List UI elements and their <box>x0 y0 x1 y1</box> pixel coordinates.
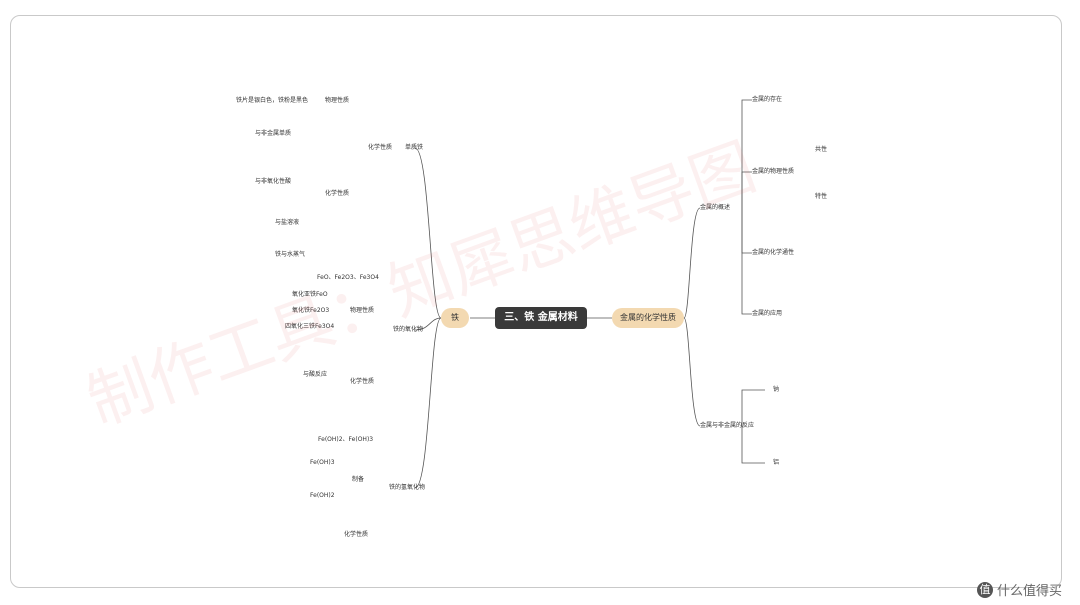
canvas-frame <box>10 15 1062 588</box>
node-ox-feo[interactable]: 氧化亚铁FeO <box>292 291 328 298</box>
node-chem-nonmetal[interactable]: 与非金属单质 <box>255 130 292 137</box>
branch-metal-props[interactable]: 金属的化学性质 <box>612 308 684 328</box>
site-logo: 值 什么值得买 <box>976 580 1062 599</box>
node-special[interactable]: 特性 <box>815 193 828 200</box>
node-ox-chem[interactable]: 化学性质 <box>350 378 375 385</box>
node-simple-iron[interactable]: 单质铁 <box>405 144 424 151</box>
node-chem-props-2[interactable]: 化学性质 <box>325 190 350 197</box>
central-topic[interactable]: 三、铁 金属材料 <box>495 307 587 329</box>
node-hyd-prep[interactable]: 制备 <box>352 476 365 483</box>
node-chem-water[interactable]: 铁与水蒸气 <box>275 251 306 258</box>
node-application[interactable]: 金属的应用 <box>752 310 783 317</box>
node-physical[interactable]: 金属的物理性质 <box>752 168 795 175</box>
node-sodium[interactable]: 钠 <box>773 386 780 393</box>
node-phys-text[interactable]: 铁片是银白色，铁粉是黑色 <box>236 97 309 104</box>
logo-text: 什么值得买 <box>996 584 1062 599</box>
node-overview[interactable]: 金属的概述 <box>700 204 731 211</box>
node-hyd-feoh2[interactable]: Fe(OH)2 <box>310 492 335 499</box>
node-iron-oxides[interactable]: 铁的氧化物 <box>393 326 424 333</box>
node-hyd-feoh3[interactable]: Fe(OH)3 <box>310 459 335 466</box>
node-phys-props[interactable]: 物理性质 <box>325 97 350 104</box>
node-ox-fe3o4[interactable]: 四氧化三铁Fe3O4 <box>285 323 335 330</box>
node-chem-salt[interactable]: 与盐溶液 <box>275 219 300 226</box>
node-ox-fe2o3[interactable]: 氧化铁Fe2O3 <box>292 307 330 314</box>
node-ox-list[interactable]: FeO、Fe2O3、Fe3O4 <box>317 274 379 281</box>
node-chem-acid[interactable]: 与非氧化性酸 <box>255 178 292 185</box>
node-aluminum[interactable]: 铝 <box>773 459 780 466</box>
logo-badge-icon: 值 <box>976 581 993 598</box>
node-ox-acid[interactable]: 与酸反应 <box>303 371 328 378</box>
node-iron-hydroxides[interactable]: 铁的氢氧化物 <box>389 484 426 491</box>
node-hyd-chem[interactable]: 化学性质 <box>344 531 369 538</box>
node-nonmetal[interactable]: 金属与非金属的反应 <box>700 422 755 429</box>
node-chemical[interactable]: 金属的化学通性 <box>752 249 795 256</box>
node-common[interactable]: 共性 <box>815 146 828 153</box>
node-hyd-list[interactable]: Fe(OH)2、Fe(OH)3 <box>318 436 374 443</box>
node-ox-phys[interactable]: 物理性质 <box>350 307 375 314</box>
node-chem-props[interactable]: 化学性质 <box>368 144 393 151</box>
branch-iron[interactable]: 铁 <box>441 308 469 328</box>
node-exist[interactable]: 金属的存在 <box>752 96 783 103</box>
